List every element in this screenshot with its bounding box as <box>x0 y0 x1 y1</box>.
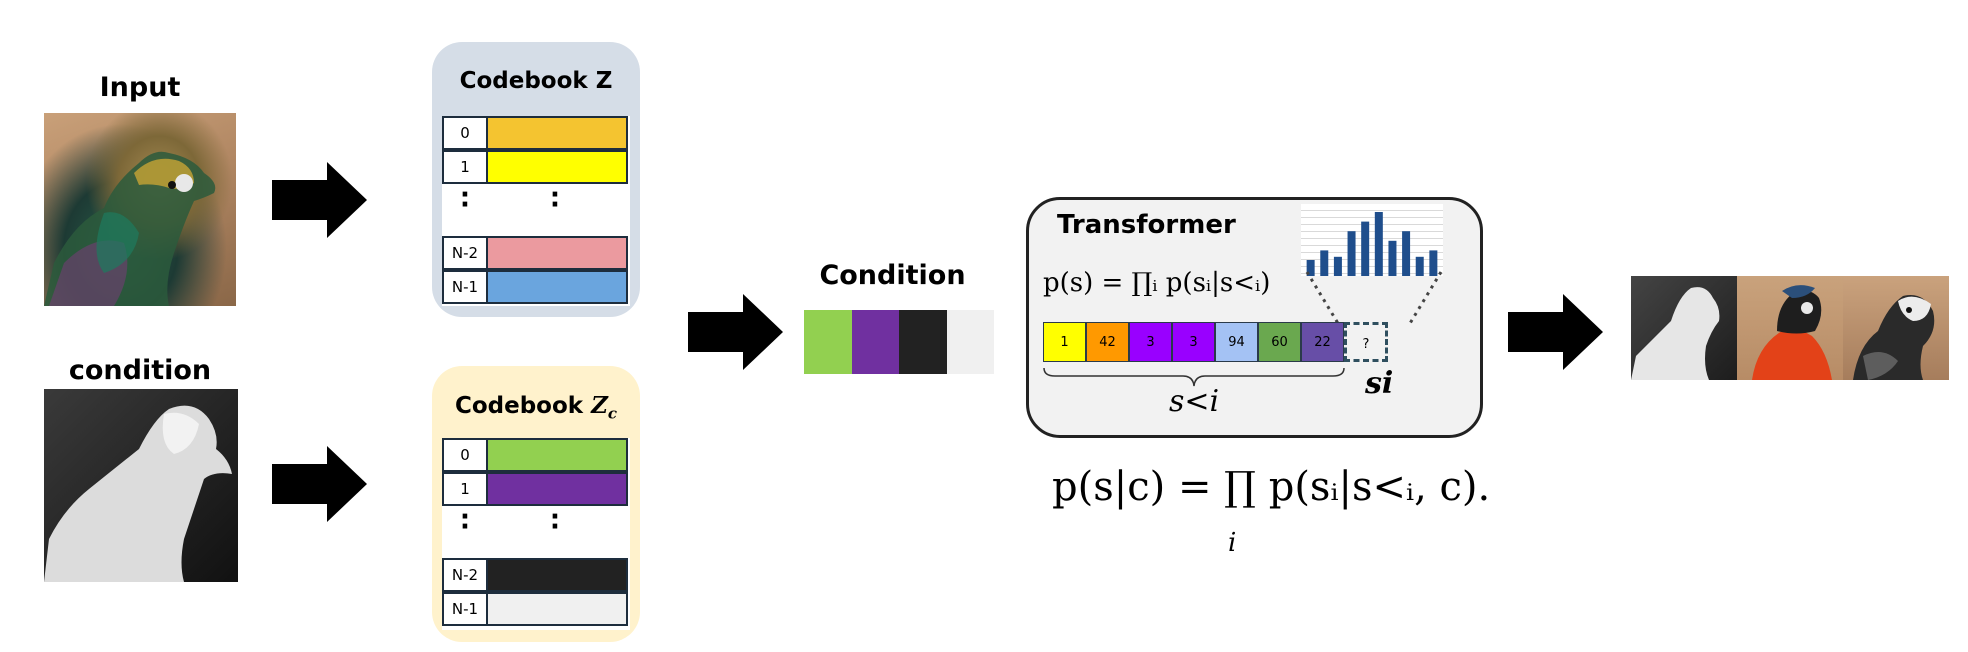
input-to-codebook-arrow <box>272 162 367 238</box>
token: 42 <box>1086 322 1129 362</box>
token: 94 <box>1215 322 1258 362</box>
conditional-formula-index: i <box>1228 528 1237 558</box>
histogram-bar <box>1402 231 1411 276</box>
token: 3 <box>1172 322 1215 362</box>
codebook-index: N-2 <box>442 558 488 592</box>
codebook-zc-table: 0 1 ·· ·· N-2 N-1 <box>442 438 630 630</box>
codebook-zc-title: Codebook Zc <box>432 392 640 423</box>
histogram-bar <box>1306 260 1315 276</box>
conditional-formula: p(s|c) = ∏ p(sᵢ|s<ᵢ, c). <box>1052 464 1491 510</box>
condition-token <box>804 310 852 374</box>
histogram-bar <box>1415 256 1424 276</box>
codebook-to-condition-arrow <box>688 294 783 370</box>
histogram-connector <box>1305 271 1443 326</box>
codebook-z: Codebook Z 0 1 ·· ·· N-2 N-1 <box>432 42 640 317</box>
input-label: Input <box>99 72 181 103</box>
codebook-index: 1 <box>442 150 488 184</box>
condition-input-label: condition <box>68 355 212 386</box>
codebook-entry-color <box>486 558 628 592</box>
token: 60 <box>1258 322 1301 362</box>
condition-token <box>899 310 947 374</box>
codebook-zc-symbol: Z <box>591 392 608 419</box>
codebook-index: 0 <box>442 438 488 472</box>
probability-histogram <box>1301 204 1443 276</box>
codebook-index: 1 <box>442 472 488 506</box>
next-token: ? <box>1344 322 1388 362</box>
codebook-z-title: Codebook Z <box>459 68 613 94</box>
token-sequence: 1 42 3 3 94 60 22 ? <box>1043 322 1403 362</box>
condition-depth-image <box>44 389 238 582</box>
output-image-red-bird <box>1737 276 1843 380</box>
ellipsis-dots: ·· <box>460 502 470 542</box>
codebook-zc: Codebook Zc 0 1 ·· ·· N-2 N-1 <box>432 366 640 642</box>
codebook-index: N-1 <box>442 270 488 304</box>
codebook-entry-color <box>486 236 628 270</box>
ellipsis-dots: ·· <box>460 180 470 220</box>
token: 3 <box>1129 322 1172 362</box>
condition-token <box>946 310 994 374</box>
transformer-box: Transformer p(s) = ∏ᵢ p(sᵢ|s<ᵢ) 1 42 3 3… <box>1026 197 1483 438</box>
histogram-bar <box>1374 212 1383 276</box>
output-image-depth <box>1631 276 1737 380</box>
codebook-zc-subscript: c <box>607 404 618 423</box>
histogram-bar <box>1347 231 1356 276</box>
codebook-entry-color <box>486 150 628 184</box>
codebook-index: 0 <box>442 116 488 150</box>
ellipsis-dots: ·· <box>550 180 560 220</box>
context-label: s<i <box>1169 384 1220 419</box>
ellipsis-dots: ·· <box>550 502 560 542</box>
autoregressive-formula: p(s) = ∏ᵢ p(sᵢ|s<ᵢ) <box>1043 268 1271 298</box>
histogram-bar <box>1320 250 1329 276</box>
histogram-bar <box>1361 221 1370 276</box>
token: 22 <box>1301 322 1344 362</box>
condition-strip <box>804 310 994 374</box>
codebook-entry-color <box>486 116 628 150</box>
histogram-bar <box>1388 240 1397 276</box>
condition-strip-label: Condition <box>819 260 966 291</box>
input-bird-image <box>44 113 236 306</box>
condition-to-codebook-arrow <box>272 446 367 522</box>
histogram-bar <box>1429 250 1438 276</box>
codebook-z-table: 0 1 ·· ·· N-2 N-1 <box>442 116 630 306</box>
condition-token <box>851 310 899 374</box>
codebook-zc-title-text: Codebook <box>454 393 592 419</box>
output-image-gray-bird <box>1843 276 1949 380</box>
codebook-index: N-1 <box>442 592 488 626</box>
histogram-bar <box>1333 256 1342 276</box>
codebook-entry-color <box>486 270 628 304</box>
codebook-entry-color <box>486 472 628 506</box>
transformer-to-output-arrow <box>1508 294 1603 370</box>
codebook-entry-color <box>486 438 628 472</box>
next-token-label: si <box>1365 366 1394 401</box>
transformer-title: Transformer <box>1057 210 1236 240</box>
token: 1 <box>1043 322 1086 362</box>
context-brace <box>1043 367 1345 387</box>
codebook-entry-color <box>486 592 628 626</box>
codebook-index: N-2 <box>442 236 488 270</box>
